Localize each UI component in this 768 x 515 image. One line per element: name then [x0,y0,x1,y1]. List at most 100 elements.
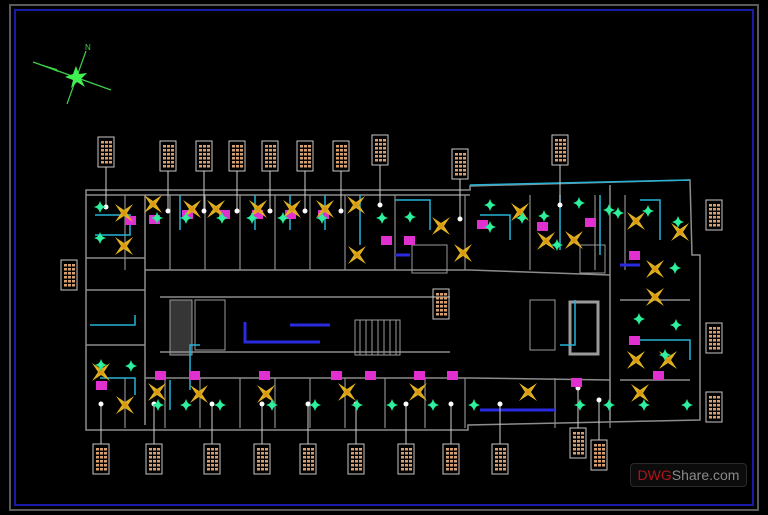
exhaust-diffuser-icon [537,232,555,250]
supply-diffusers [94,197,693,411]
exhaust-diffuser-icon [348,246,366,264]
exhaust-diffuser-icon [183,200,201,218]
supply-diffuser-icon [538,210,550,222]
supply-diffuser-icon [642,205,654,217]
equipment-tags [60,134,723,475]
exhaust-diffuser-icon [207,200,225,218]
supply-diffuser-icon [681,399,693,411]
supply-diffuser-icon [94,232,106,244]
room-dividers-bottom [124,378,611,428]
equipment-tag [60,259,78,291]
equipment-tag [451,148,469,222]
equipment-tag [195,140,213,214]
lift-boxes [411,244,606,274]
fan-coil-unit [477,220,488,229]
fan-coil-unit [219,210,230,219]
watermark-brand-gray: Share.com [671,467,740,483]
exhaust-diffuser-icon [409,383,427,401]
exhaust-diffuser-icon [257,385,275,403]
equipment-tag [705,391,723,423]
supply-diffuser-icon [95,359,107,371]
exhaust-diffuser-icon [627,212,645,230]
fan-coil-unit [629,251,640,260]
exhaust-diffuser-icon [115,237,133,255]
equipment-tag [491,401,509,475]
supply-ducts [90,179,691,410]
fan-coil-unit [285,210,296,219]
supply-diffuser-icon [376,212,388,224]
equipment-tag [590,397,608,471]
supply-diffuser-icon [316,212,328,224]
supply-diffuser-icon [351,399,363,411]
fan-coil-unit [629,336,640,345]
equipment-tag [228,140,246,214]
exhaust-diffuser-icon [316,200,334,218]
supply-diffuser-icon [638,399,650,411]
equipment-tag [397,401,415,475]
exhaust-diffuser-icon [115,204,133,222]
fan-coil-unit [96,381,107,390]
fan-coil-unit [259,371,270,380]
equipment-tag [371,134,389,208]
equipment-tag [442,401,460,475]
north-arrow-icon: N [32,43,112,105]
supply-diffuser-icon [484,221,496,233]
equipment-tag [97,136,115,210]
equipment-tag [159,140,177,214]
equipment-tag [296,140,314,214]
fan-coil-unit [125,216,136,225]
exhaust-diffuser-icon [190,385,208,403]
fan-coil-unit [414,371,425,380]
exhaust-diffuser-icon [627,351,645,369]
equipment-tag [92,401,110,475]
supply-diffuser-icon [484,199,496,211]
exhaust-diffuser-icon [565,231,583,249]
equipment-tag [299,401,317,475]
supply-diffuser-icon [216,212,228,224]
fan-coil-unit [331,371,342,380]
supply-diffuser-icon [670,319,682,331]
supply-diffuser-icon [180,399,192,411]
supply-diffuser-icon [180,212,192,224]
equipment-tag [705,199,723,231]
fixture-ducts [243,253,640,412]
exhaust-diffuser-icon [432,217,450,235]
fan-coil-unit [155,371,166,380]
equipment-tag [705,322,723,354]
fan-coil-unit [537,222,548,231]
supply-diffuser-icon [573,197,585,209]
equipment-tag [347,401,365,475]
north-label: N [85,43,91,52]
supply-diffuser-icon [669,262,681,274]
outer-frame [9,4,759,511]
exhaust-diffuser-icon [646,288,664,306]
stair-core-right [529,299,600,356]
supply-diffuser-icon [574,399,586,411]
fan-coil-unit [381,236,392,245]
equipment-tag [145,401,163,475]
equipment-tag [203,401,221,475]
supply-diffuser-icon [659,349,671,361]
supply-diffuser-icon [214,399,226,411]
exhaust-diffuser-icon [144,195,162,213]
fan-coil-unit [318,210,329,219]
equipment-tag [332,140,350,214]
supply-diffuser-icon [551,239,563,251]
exhaust-diffuser-icon [116,396,134,414]
supply-diffuser-icon [152,399,164,411]
exhaust-diffuser-icon [519,383,537,401]
exhaust-diffuser-icon [659,351,677,369]
fan-coil-unit [365,371,376,380]
supply-diffuser-icon [468,399,480,411]
fan-coil-unit [189,371,200,380]
supply-diffuser-icon [266,399,278,411]
fan-coil-unit [571,378,582,387]
supply-diffuser-icon [309,399,321,411]
exhaust-diffuser-icon [671,223,689,241]
supply-diffuser-icon [151,212,163,224]
fan-coil-unit [653,371,664,380]
supply-diffuser-icon [246,212,258,224]
equipment-tag [432,288,450,320]
